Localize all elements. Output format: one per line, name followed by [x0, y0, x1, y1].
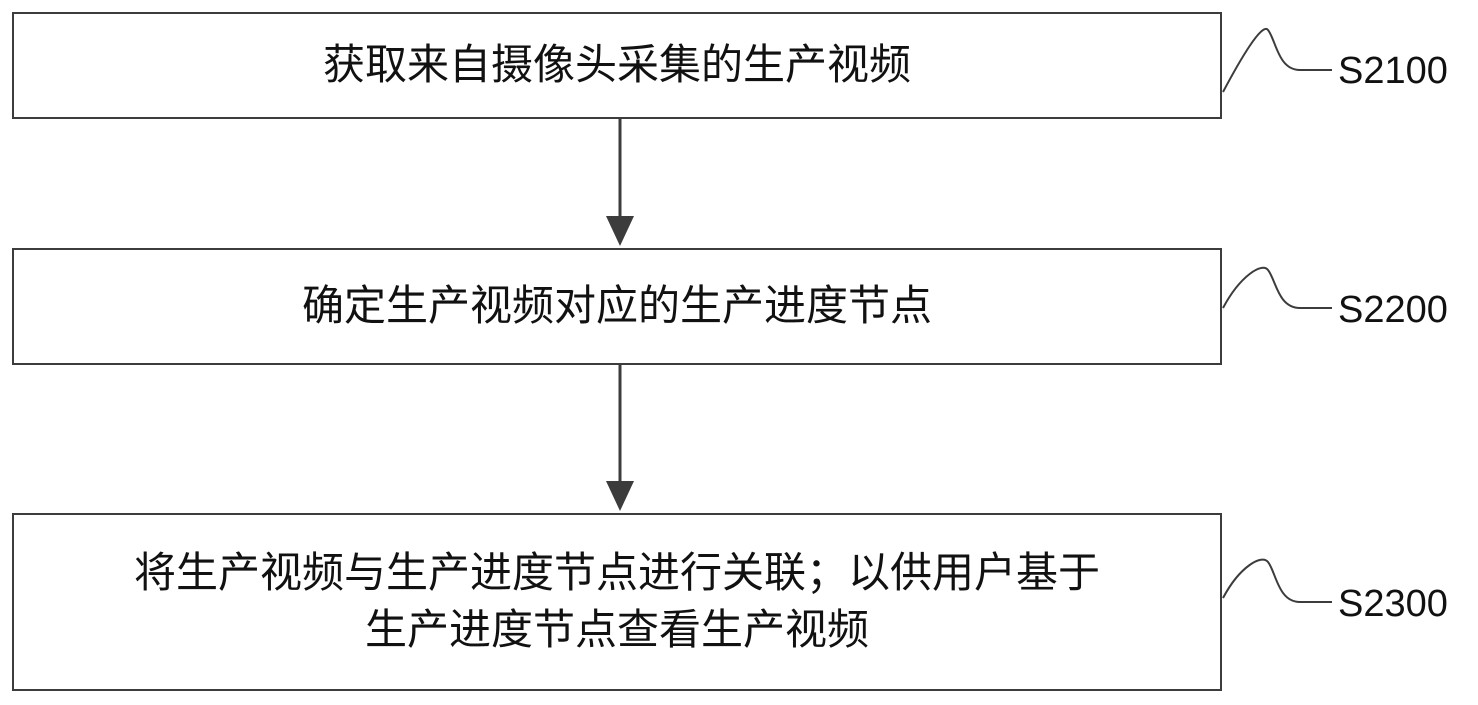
- leader-line-s2100: [1222, 27, 1332, 93]
- step-label-s2100: S2100: [1338, 50, 1448, 92]
- step-label-s2300: S2300: [1338, 583, 1448, 625]
- step-text-s2300: 将生产视频与生产进度节点进行关联；以供用户基于 生产进度节点查看生产视频: [133, 548, 1100, 654]
- flow-arrow-2: [606, 365, 634, 511]
- flow-arrow-1: [606, 119, 634, 246]
- leader-line-s2300: [1222, 558, 1332, 603]
- step-label-s2200: S2200: [1338, 289, 1448, 331]
- leader-line-s2200: [1222, 266, 1332, 309]
- step-text-s2100: 获取来自摄像头采集的生产视频: [322, 40, 911, 90]
- step-box-s2300: 将生产视频与生产进度节点进行关联；以供用户基于 生产进度节点查看生产视频: [12, 513, 1222, 691]
- step-box-s2200: 确定生产视频对应的生产进度节点: [12, 248, 1222, 365]
- step-text-s2200: 确定生产视频对应的生产进度节点: [301, 281, 932, 331]
- step-box-s2100: 获取来自摄像头采集的生产视频: [12, 12, 1222, 119]
